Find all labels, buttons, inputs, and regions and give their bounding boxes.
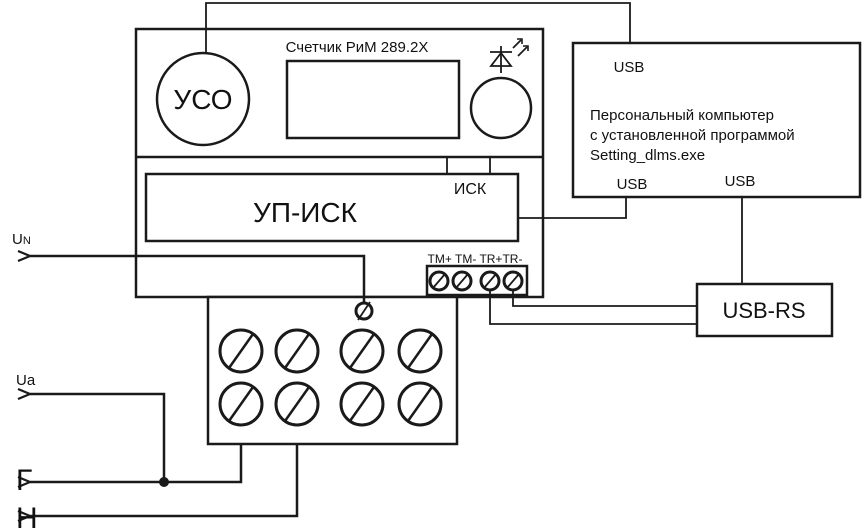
usb-rs: USB-RS [695,282,834,338]
up-isk-label: УП-ИСК [253,197,358,228]
wire-un [30,256,366,304]
label-un: UN [12,231,31,248]
label-g: Г [16,464,32,497]
terminal-labels: TM+ TM- TR+TR- [428,252,523,266]
pc-usb-top: USB [614,59,645,76]
pc-usb-right: USB [725,173,756,190]
screw-terminal-icon [428,270,524,292]
wire-uso-pc [205,2,631,53]
wire-n [30,444,299,516]
screw-terminal-icon [218,328,443,427]
meter: Счетчик РиМ 289.2Х УСО УП-ИСК ИСК TM+ TM… [134,27,545,299]
label-un-main: U [12,231,23,248]
led-icon [489,38,529,73]
uso-circle [155,51,251,147]
usb-rs-box [695,282,834,338]
pc-line2: с установленной программой [590,127,795,144]
label-n: Н [16,502,38,530]
isk-label: ИСК [454,181,487,198]
wire-isk-pc [518,197,627,219]
up-isk-module [144,172,520,243]
pc-line1: Персональный компьютер [590,107,774,124]
wire-tr-minus [512,290,697,307]
meter-display [285,59,461,140]
pc-usb-left: USB [617,176,648,193]
wire-tr-plus [489,290,697,325]
pc: USB Персональный компьютер с установленн… [571,41,862,199]
meter-button [469,76,533,140]
wire-g [30,444,243,482]
pc-line3: Setting_dlms.exe [590,147,705,164]
junction-dot-icon [159,477,169,487]
wire-ua [30,394,166,482]
uso-label: УСО [173,84,232,115]
pc-box [571,41,862,199]
screw-terminal-icon [354,301,374,321]
terminal-block [206,295,459,446]
label-ua: Ua [16,372,36,389]
label-un-sub: N [23,235,31,247]
meter-title: Счетчик РиМ 289.2Х [286,39,429,56]
usb-rs-label: USB-RS [722,298,805,323]
